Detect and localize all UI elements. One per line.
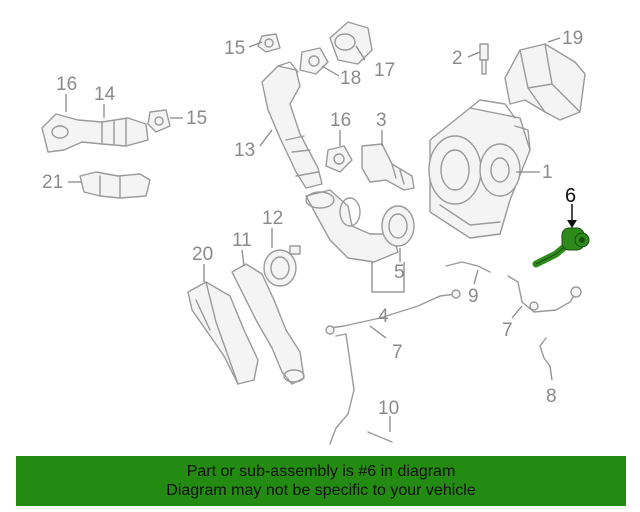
part-7-oil-tube-right[interactable] [507, 275, 582, 313]
callout-13[interactable]: 13 [234, 140, 255, 161]
callout-labels: 15 18 17 2 19 16 14 15 16 3 13 21 1 6 12… [42, 28, 583, 419]
leader-lines [65, 37, 577, 432]
part-1-turbocharger[interactable] [428, 99, 531, 239]
callout-19[interactable]: 19 [562, 28, 583, 49]
callout-6[interactable]: 6 [565, 185, 576, 207]
callout-16-middle[interactable]: 16 [330, 110, 351, 131]
callout-2[interactable]: 2 [452, 48, 463, 69]
callout-10[interactable]: 10 [378, 398, 399, 419]
part-16-gasket-middle[interactable] [325, 145, 353, 173]
callout-14[interactable]: 14 [94, 84, 116, 105]
callout-17[interactable]: 17 [374, 60, 395, 81]
part-11-duct[interactable] [231, 263, 305, 385]
callout-9[interactable]: 9 [468, 286, 479, 307]
part-9-hose[interactable] [445, 261, 491, 273]
part-15-gasket-lower[interactable] [147, 109, 171, 133]
part-13-egr-tube[interactable] [261, 61, 323, 189]
info-banner: Part or sub-assembly is #6 in diagram Di… [16, 456, 626, 506]
part-18-gasket[interactable] [299, 47, 329, 75]
part-7-oil-tube[interactable] [325, 289, 461, 445]
part-17-elbow[interactable] [329, 21, 373, 65]
callout-7-right[interactable]: 7 [502, 320, 513, 341]
part-10-pipe[interactable] [367, 431, 393, 443]
parts-diagram: 15 18 17 2 19 16 14 15 16 3 13 21 1 6 12… [41, 21, 590, 445]
callout-15-upper[interactable]: 15 [224, 38, 245, 59]
part-2-sensor[interactable] [479, 43, 489, 75]
part-5-clamp[interactable] [381, 205, 415, 247]
callout-8[interactable]: 8 [546, 386, 557, 407]
part-19-heat-shield[interactable] [504, 43, 586, 121]
callout-15-lower[interactable]: 15 [186, 108, 207, 129]
callout-4[interactable]: 4 [378, 306, 389, 327]
part-15-gasket-upper[interactable] [257, 33, 281, 53]
callout-11[interactable]: 11 [232, 230, 252, 251]
callout-3[interactable]: 3 [376, 110, 387, 131]
callout-12[interactable]: 12 [262, 208, 283, 229]
callout-7-center[interactable]: 7 [392, 342, 403, 363]
callout-20[interactable]: 20 [192, 244, 213, 265]
callout-18[interactable]: 18 [340, 68, 361, 89]
callout-16-upper[interactable]: 16 [56, 74, 77, 95]
part-21-manifold[interactable] [79, 171, 151, 199]
part-12-clamp[interactable] [263, 245, 301, 287]
callout-21[interactable]: 21 [42, 172, 63, 193]
part-3-sensor[interactable] [361, 143, 415, 191]
callout-5[interactable]: 5 [394, 262, 405, 283]
part-20-shield[interactable] [187, 281, 259, 385]
banner-line-part: Part or sub-assembly is #6 in diagram [186, 463, 456, 480]
part-14-manifold[interactable] [41, 113, 149, 153]
part-8-hose[interactable] [539, 337, 551, 367]
banner-line-disclaimer: Diagram may not be specific to your vehi… [166, 482, 476, 499]
part-6-highlighted-tube[interactable] [532, 227, 590, 268]
callout-1[interactable]: 1 [542, 162, 553, 183]
